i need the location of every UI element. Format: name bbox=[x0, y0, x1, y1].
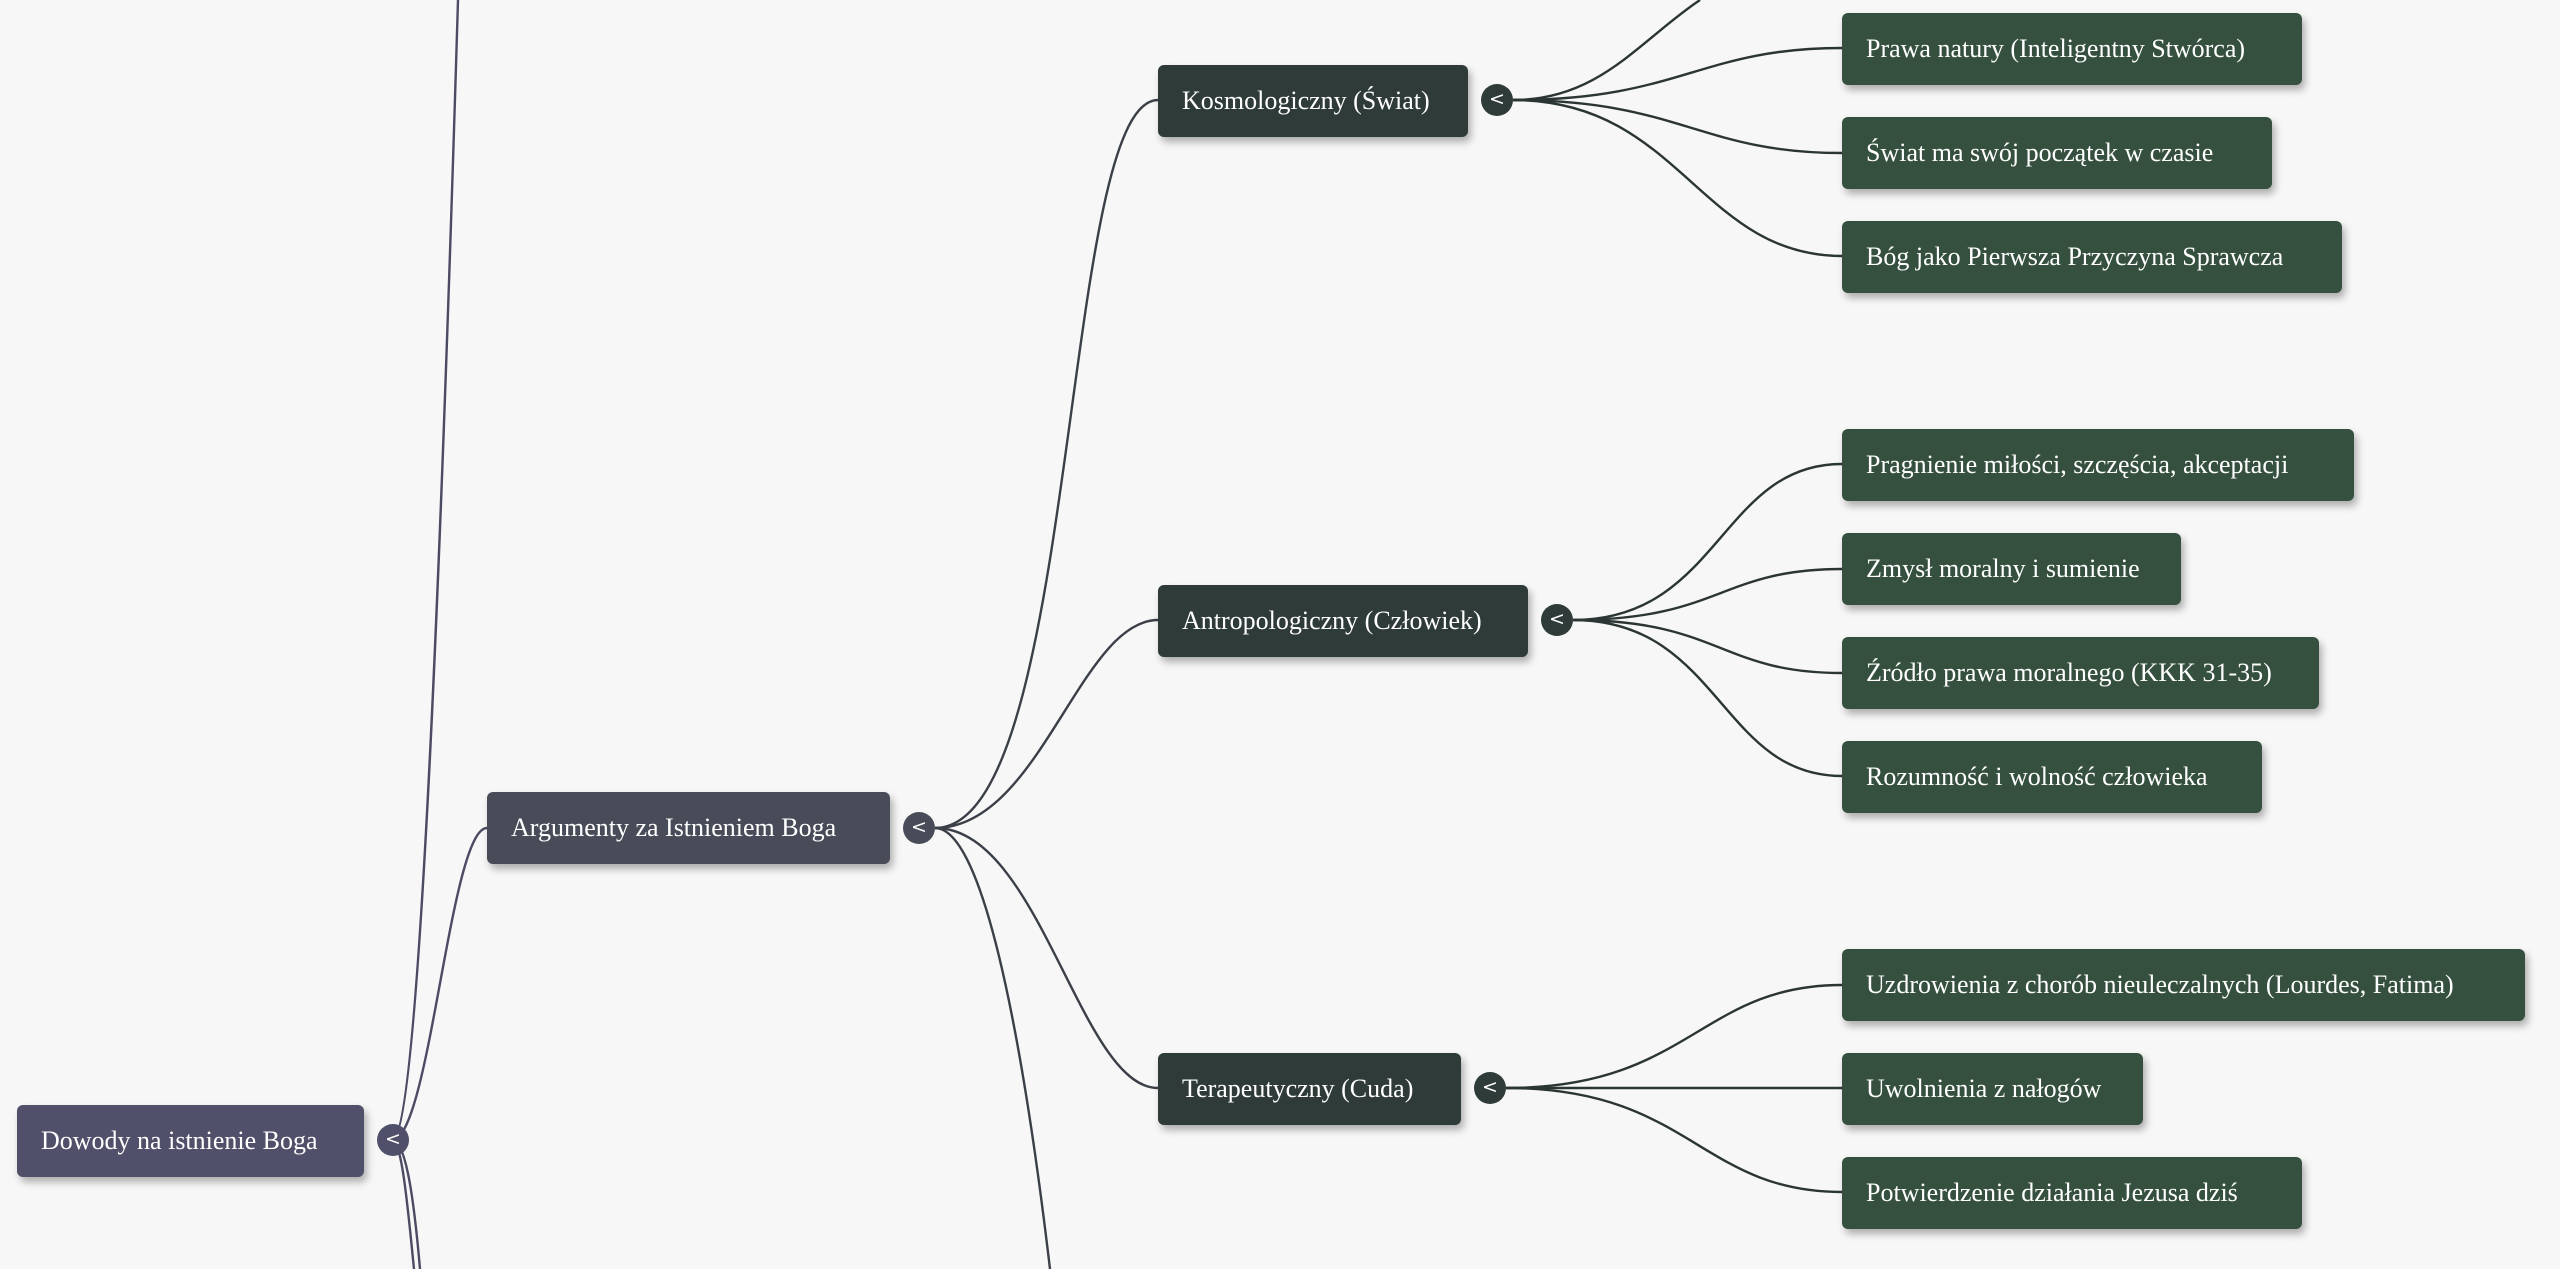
node-label: Antropologiczny (Człowiek) bbox=[1182, 606, 1482, 635]
connector-kosmologiczny-up bbox=[1512, 0, 1701, 102]
node-label: Rozumność i wolność człowieka bbox=[1866, 762, 2208, 791]
leaf-zmysl-moralny[interactable]: Zmysł moralny i sumienie bbox=[1842, 533, 2181, 605]
connector-antropologiczny-leaf-3 bbox=[1572, 618, 1843, 675]
leaf-pragnienie-milosci[interactable]: Pragnienie miłości, szczęścia, akceptacj… bbox=[1842, 429, 2354, 501]
leaf-zrodlo-prawa-moralnego[interactable]: Źródło prawa moralnego (KKK 31-35) bbox=[1842, 637, 2319, 709]
connector-antropologiczny-leaf-1 bbox=[1572, 462, 1843, 622]
node-label: Uwolnienia z nałogów bbox=[1866, 1074, 2102, 1103]
connector-antropologiczny-leaf-2 bbox=[1572, 567, 1843, 622]
node-label: Świat ma swój początek w czasie bbox=[1866, 138, 2214, 167]
node-label: Pragnienie miłości, szczęścia, akceptacj… bbox=[1866, 450, 2289, 479]
connector-terapeutyczny-leaf-1 bbox=[1505, 983, 1843, 1090]
node-label: Kosmologiczny (Świat) bbox=[1182, 86, 1430, 115]
connector-argumenty-down bbox=[934, 826, 1052, 1269]
node-label: Uzdrowienia z chorób nieuleczalnych (Lou… bbox=[1866, 970, 2454, 999]
leaf-prawa-natury[interactable]: Prawa natury (Inteligentny Stwórca) bbox=[1842, 13, 2302, 85]
leaf-swiat-ma-poczatek[interactable]: Świat ma swój początek w czasie bbox=[1842, 117, 2272, 189]
leaf-uwolnienia-z-nalogow[interactable]: Uwolnienia z nałogów bbox=[1842, 1053, 2143, 1125]
collapse-toggle-root[interactable]: < bbox=[377, 1124, 409, 1156]
node-kosmologiczny[interactable]: Kosmologiczny (Świat) bbox=[1158, 65, 1468, 137]
leaf-potwierdzenie-dzialania[interactable]: Potwierdzenie działania Jezusa dziś bbox=[1842, 1157, 2302, 1229]
leaf-pierwsza-przyczyna[interactable]: Bóg jako Pierwsza Przyczyna Sprawcza bbox=[1842, 221, 2342, 293]
connector-argumenty-kosmologiczny bbox=[934, 98, 1159, 830]
connector-root-up bbox=[391, 0, 460, 1142]
collapse-toggle-terapeutyczny[interactable]: < bbox=[1474, 1072, 1506, 1104]
connector-root-argumenty bbox=[391, 826, 488, 1142]
node-terapeutyczny[interactable]: Terapeutyczny (Cuda) bbox=[1158, 1053, 1461, 1125]
node-label: Potwierdzenie działania Jezusa dziś bbox=[1866, 1178, 2238, 1207]
collapse-toggle-antropologiczny[interactable]: < bbox=[1541, 604, 1573, 636]
connector-antropologiczny-leaf-4 bbox=[1572, 618, 1843, 778]
connector-kosmologiczny-leaf-1 bbox=[1512, 46, 1843, 102]
node-label: Źródło prawa moralnego (KKK 31-35) bbox=[1866, 658, 2272, 687]
connector-kosmologiczny-leaf-3 bbox=[1512, 98, 1843, 258]
collapse-toggle-kosmologiczny[interactable]: < bbox=[1481, 84, 1513, 116]
collapse-toggle-argumenty[interactable]: < bbox=[903, 812, 935, 844]
leaf-uzdrowienia[interactable]: Uzdrowienia z chorób nieuleczalnych (Lou… bbox=[1842, 949, 2525, 1021]
connector-argumenty-terapeutyczny bbox=[934, 826, 1159, 1090]
node-argumenty-za-istnieniem-boga[interactable]: Argumenty za Istnieniem Boga bbox=[487, 792, 890, 864]
leaf-rozumnosc-i-wolnosc[interactable]: Rozumność i wolność człowieka bbox=[1842, 741, 2262, 813]
node-label: Bóg jako Pierwsza Przyczyna Sprawcza bbox=[1866, 242, 2284, 271]
node-label: Terapeutyczny (Cuda) bbox=[1182, 1074, 1414, 1103]
node-label: Prawa natury (Inteligentny Stwórca) bbox=[1866, 34, 2246, 63]
connector-argumenty-antropologiczny bbox=[934, 618, 1159, 830]
connector-root-down-b bbox=[391, 1138, 416, 1269]
node-antropologiczny[interactable]: Antropologiczny (Człowiek) bbox=[1158, 585, 1528, 657]
node-label: Argumenty za Istnieniem Boga bbox=[511, 813, 837, 842]
connector-root-down-a bbox=[391, 1138, 422, 1269]
node-label: Zmysł moralny i sumienie bbox=[1866, 554, 2140, 583]
connector-terapeutyczny-leaf-3 bbox=[1505, 1086, 1843, 1194]
node-dowody-na-istnienie-boga[interactable]: Dowody na istnienie Boga bbox=[17, 1105, 364, 1177]
connector-kosmologiczny-leaf-2 bbox=[1512, 98, 1843, 155]
node-label: Dowody na istnienie Boga bbox=[41, 1126, 318, 1155]
